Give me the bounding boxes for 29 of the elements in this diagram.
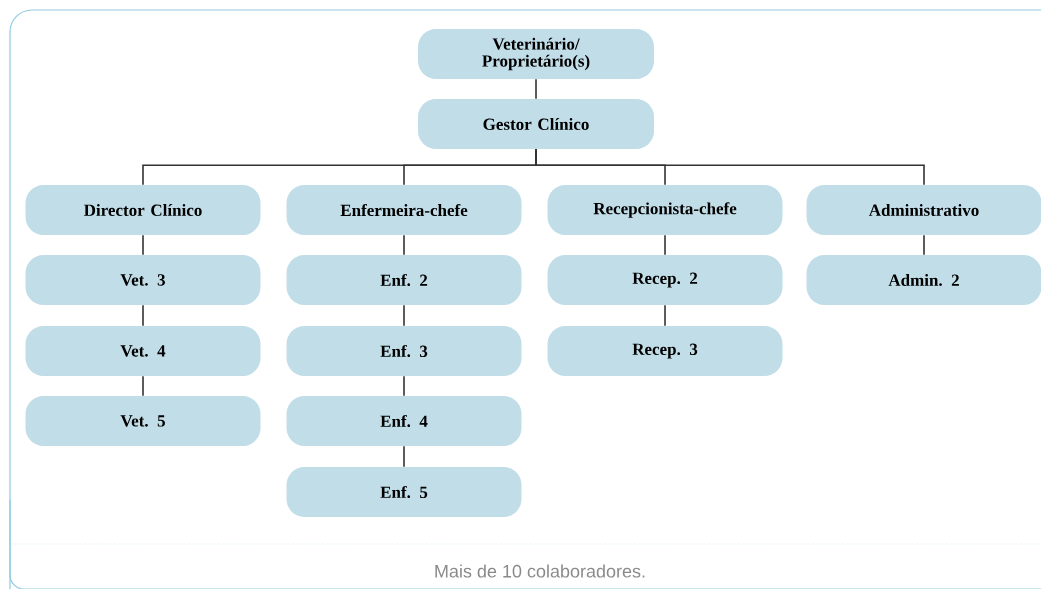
org-box: Gestor Clínico <box>418 99 654 149</box>
connector-line <box>664 304 666 327</box>
connector-line <box>664 234 666 256</box>
org-box: Vet. 3 <box>25 255 261 305</box>
connector-line <box>142 375 144 397</box>
connector-line <box>923 234 925 256</box>
org-box: Veterinário/ Proprietário(s) <box>418 29 654 79</box>
connector-line <box>403 304 405 327</box>
connector-line <box>142 234 144 256</box>
org-box: Vet. 5 <box>25 396 261 446</box>
org-box: Enf. 4 <box>286 396 522 446</box>
connector-line <box>535 148 925 186</box>
org-box: Vet. 4 <box>25 326 261 376</box>
org-box: Enfermeira-chefe <box>286 185 522 235</box>
org-box: Enf. 2 <box>286 255 522 305</box>
org-box: Admin. 2 <box>806 255 1041 305</box>
connector-line <box>403 375 405 397</box>
connector-line <box>142 304 144 327</box>
connector-line <box>535 78 537 100</box>
org-box: Recep. 2 <box>547 255 783 305</box>
org-box: Recep. 3 <box>547 326 783 376</box>
org-box: Enf. 3 <box>286 326 522 376</box>
connector-line <box>403 445 405 468</box>
org-box: Administrativo <box>806 185 1041 235</box>
connector-line <box>403 234 405 256</box>
caption: Mais de 10 colaboradores. <box>435 564 645 578</box>
org-box: Recepcionista-chefe <box>547 185 783 235</box>
org-box: Director Clínico <box>25 185 261 235</box>
org-box: Enf. 5 <box>286 467 522 517</box>
